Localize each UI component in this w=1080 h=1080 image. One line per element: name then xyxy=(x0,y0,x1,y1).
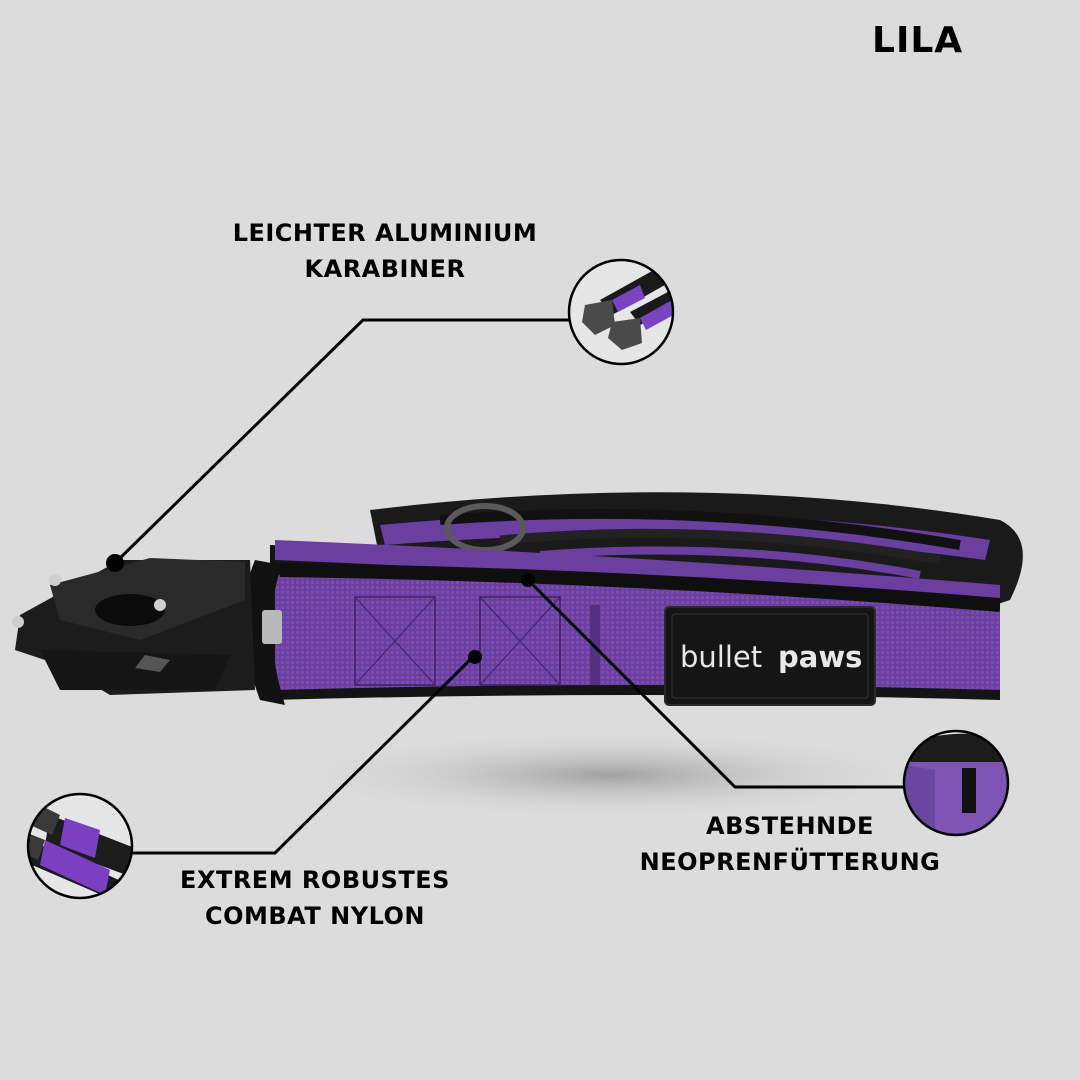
brand-name-paws: paws xyxy=(778,640,862,674)
color-name-title: LILA xyxy=(872,20,964,61)
callout-line: LEICHTER ALUMINIUM xyxy=(232,219,538,247)
callout-label-nylon: EXTREM ROBUSTES COMBAT NYLON xyxy=(170,862,460,934)
inset-nylon-straps xyxy=(26,792,134,900)
inset-carabiner-clips xyxy=(567,258,675,366)
brand-name-bullet: bullet xyxy=(680,640,762,674)
inset-padded-handle xyxy=(902,729,1010,837)
callout-label-neoprene: ABSTEHNDE NEOPRENFÜTTERUNG xyxy=(620,808,960,880)
carabiner-hardware xyxy=(12,558,285,705)
callout-dot-neoprene xyxy=(521,573,535,587)
brand-patch: bullet paws xyxy=(664,606,876,706)
callout-dot-carabiner xyxy=(106,554,124,572)
callout-line: COMBAT NYLON xyxy=(204,902,426,930)
callout-label-carabiner: LEICHTER ALUMINIUM KARABINER xyxy=(215,215,555,287)
callout-line: KARABINER xyxy=(304,255,466,283)
callout-lines xyxy=(113,318,905,855)
floor-shadow xyxy=(280,730,940,820)
callout-dot-nylon xyxy=(468,650,482,664)
callout-line: EXTREM ROBUSTES xyxy=(180,866,450,894)
callout-line: NEOPRENFÜTTERUNG xyxy=(639,848,941,876)
